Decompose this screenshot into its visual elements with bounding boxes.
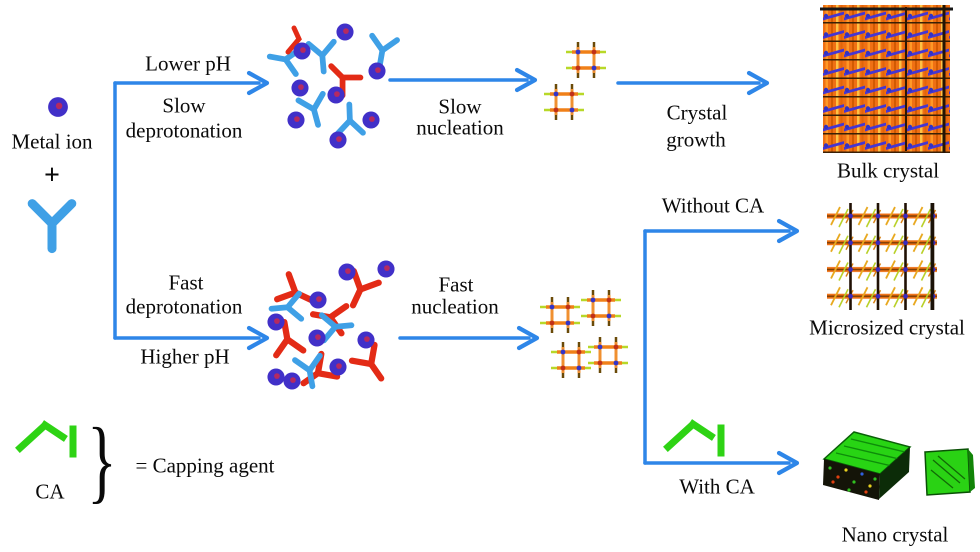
- microsized-crystal-graphic: [827, 203, 937, 310]
- crystal-growth-line2: growth: [666, 127, 726, 152]
- ligand-y-icon: [32, 204, 72, 249]
- arrowhead-icon: [776, 218, 800, 244]
- fast-nucleation-line2: nucleation: [411, 294, 499, 319]
- slow-deprotonation-line2: deprotonation: [125, 118, 243, 143]
- fast-deprotonation-line1: Fast: [168, 270, 204, 295]
- bulk-crystal-label: Bulk crystal: [836, 158, 940, 183]
- capping-agent-icon: [20, 425, 73, 454]
- slow-nucleation-line2: nucleation: [416, 115, 504, 140]
- fast-deprotonation-line2: deprotonation: [125, 294, 243, 319]
- nano-crystal-graphic: [822, 431, 975, 500]
- with-ca-label: With CA: [679, 474, 755, 499]
- arrowhead-icon: [746, 70, 770, 96]
- arrow-lines: [113, 78, 791, 465]
- metal-ion-label: Metal ion: [11, 129, 93, 154]
- capping-agent-label: = Capping agent: [135, 453, 275, 478]
- ca-label: CA: [35, 479, 65, 504]
- slow-deprotonation-line1: Slow: [162, 93, 206, 118]
- fast-nucleation-line1: Fast: [438, 272, 474, 297]
- fast-nuclei-quad: [538, 288, 630, 380]
- slow-nuclei-pair: [542, 40, 608, 122]
- lower-ph-label: Lower pH: [145, 51, 231, 76]
- lower-species-cluster: [267, 260, 394, 394]
- brace-glyph: }: [87, 408, 117, 513]
- arrowhead-icon: [516, 325, 540, 351]
- arrowhead-icon: [246, 70, 270, 96]
- capping-agent-icon: [668, 424, 721, 453]
- nano-crystal-label: Nano crystal: [841, 522, 949, 547]
- arrowhead-icon: [776, 450, 800, 476]
- arrow-heads: [246, 67, 800, 476]
- higher-ph-label: Higher pH: [140, 344, 230, 369]
- slow-nucleation-line1: Slow: [438, 94, 482, 119]
- without-ca-label: Without CA: [661, 193, 765, 218]
- arrowhead-icon: [514, 67, 538, 93]
- arrowhead-icon: [246, 325, 270, 351]
- plus-sign: +: [44, 160, 60, 191]
- microsized-crystal-label: Microsized crystal: [809, 315, 965, 340]
- nano-speckles: [828, 466, 877, 494]
- upper-species-cluster: [268, 23, 398, 149]
- crystal-growth-line1: Crystal: [666, 100, 728, 125]
- metal-ion-icon: [48, 97, 68, 117]
- bulk-crystal-graphic: [820, 5, 953, 153]
- flow-arrows: [113, 67, 800, 476]
